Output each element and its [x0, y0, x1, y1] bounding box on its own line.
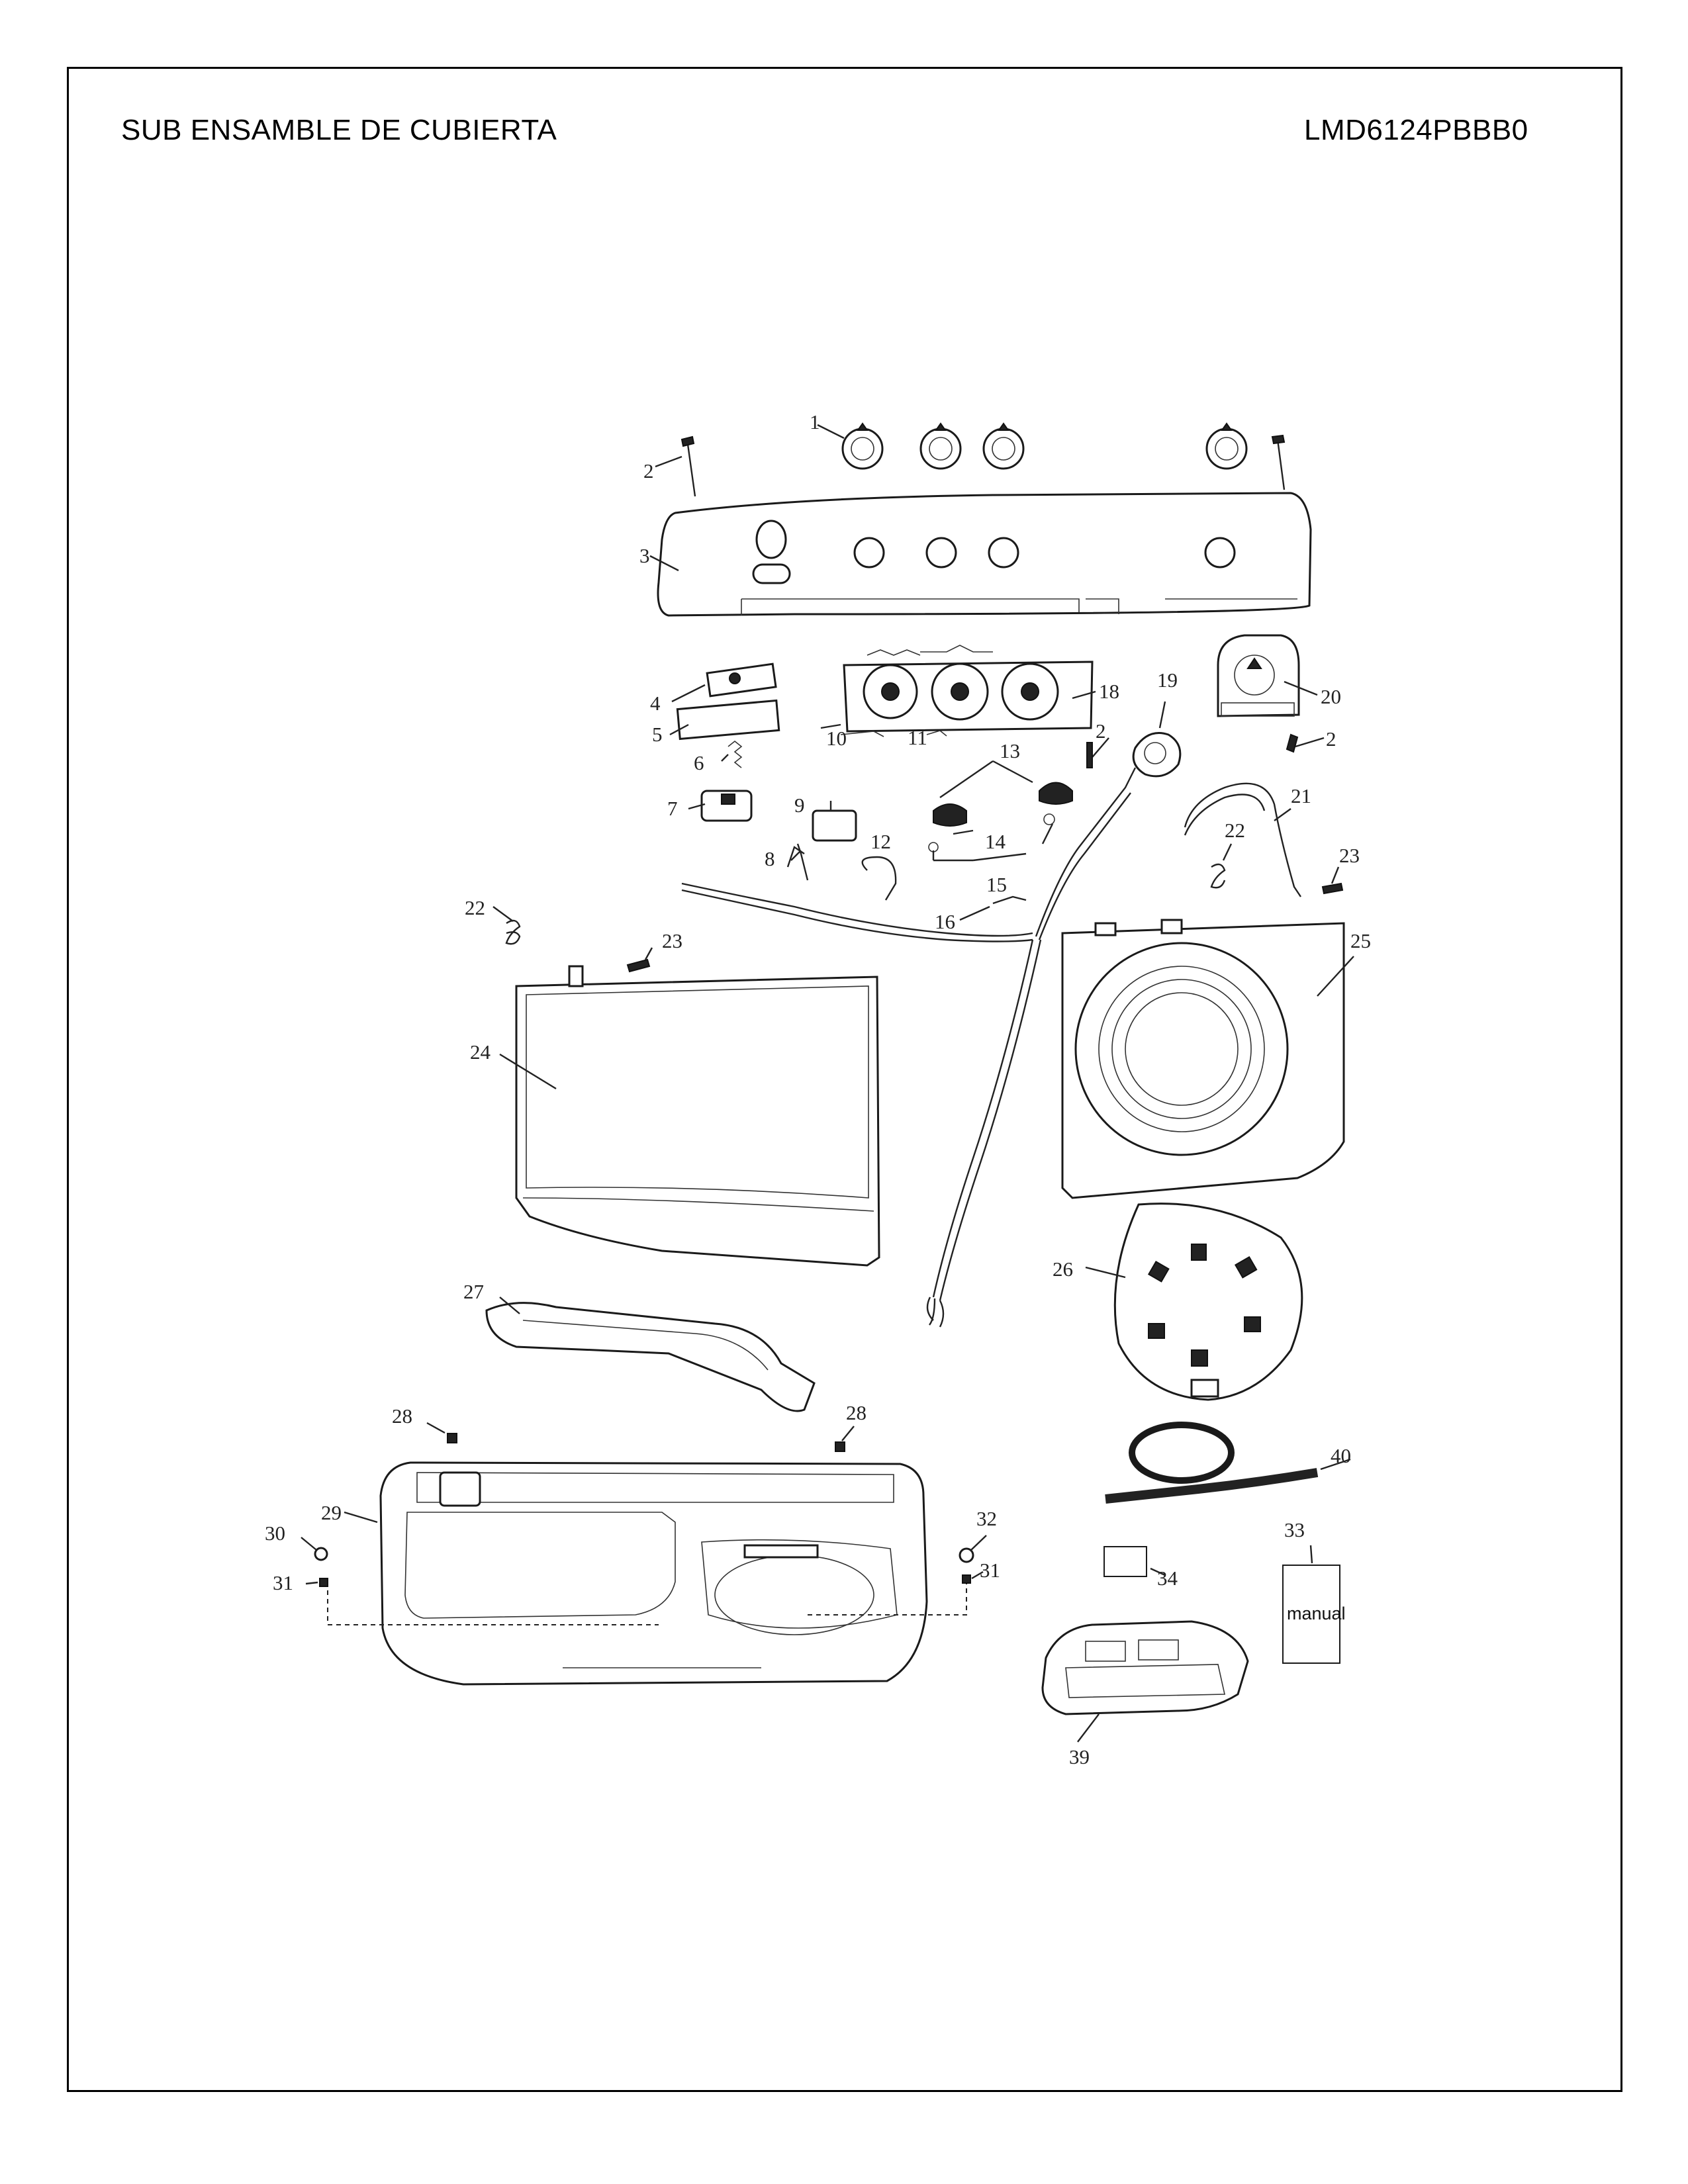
top-cover-part [379, 1461, 928, 1686]
callout-25: 25 [1350, 929, 1371, 952]
callout-28-left: 28 [392, 1404, 412, 1428]
callout-20: 20 [1321, 685, 1341, 708]
callout-31-right: 31 [980, 1559, 1000, 1582]
callout-2-mid: 2 [1096, 719, 1106, 743]
callout-23-left: 23 [662, 929, 682, 952]
control-panel-housing [657, 492, 1312, 617]
callout-22-right: 22 [1225, 819, 1245, 842]
screw-part [680, 434, 1286, 497]
callout-6: 6 [694, 751, 704, 774]
callout-10: 10 [826, 727, 847, 750]
water-duct-part [485, 1302, 816, 1412]
callout-5: 5 [652, 723, 663, 746]
callout-24: 24 [470, 1040, 491, 1064]
callout-22-left: 22 [465, 896, 485, 919]
callout-14: 14 [985, 830, 1006, 853]
callout-32: 32 [976, 1507, 997, 1530]
wash-timer-part [1217, 634, 1300, 717]
spring-part [505, 863, 1226, 945]
callout-7: 7 [667, 797, 678, 820]
drain-motor-part [1132, 732, 1182, 778]
callout-39: 39 [1069, 1745, 1090, 1768]
callout-8: 8 [765, 847, 775, 870]
callout-28-right: 28 [846, 1401, 867, 1424]
callout-15: 15 [986, 873, 1007, 896]
callout-29: 29 [321, 1501, 342, 1524]
switch-parts [676, 662, 780, 822]
callout-34: 34 [1157, 1567, 1178, 1590]
model-number: LMD6124PBBB0 [1304, 114, 1528, 146]
wiring-components [812, 730, 1073, 905]
callout-31-left: 31 [273, 1571, 293, 1594]
knob-part [841, 422, 1248, 470]
spin-inner-cover-part [1113, 1203, 1303, 1401]
spin-lid-part [1061, 919, 1345, 1199]
callout-13: 13 [1000, 739, 1020, 762]
detergent-tray-part [1041, 1620, 1249, 1715]
callout-9: 9 [794, 794, 805, 817]
callout-3: 3 [639, 544, 650, 567]
callout-21: 21 [1291, 784, 1311, 807]
callout-16: 16 [935, 910, 955, 933]
manual-card-text: manual [1287, 1604, 1346, 1623]
page-frame [67, 67, 1622, 2092]
callout-18: 18 [1099, 680, 1119, 703]
callout-1: 1 [810, 410, 820, 433]
callout-23-right: 23 [1339, 844, 1360, 867]
timer-bracket-part [843, 645, 1094, 733]
callout-2: 2 [643, 459, 654, 482]
callout-30: 30 [265, 1522, 285, 1545]
hose-part [1105, 1422, 1319, 1504]
wash-lid-part [515, 965, 880, 1267]
callout-33: 33 [1284, 1518, 1305, 1541]
callout-40: 40 [1331, 1444, 1351, 1467]
callout-12: 12 [870, 830, 891, 853]
callout-26: 26 [1053, 1257, 1073, 1281]
page-title: SUB ENSAMBLE DE CUBIERTA [121, 114, 557, 146]
callout-4: 4 [650, 692, 661, 715]
callout-2-right: 2 [1326, 727, 1336, 751]
callout-19: 19 [1157, 668, 1178, 692]
callout-27: 27 [463, 1280, 484, 1303]
callout-11: 11 [908, 726, 927, 749]
